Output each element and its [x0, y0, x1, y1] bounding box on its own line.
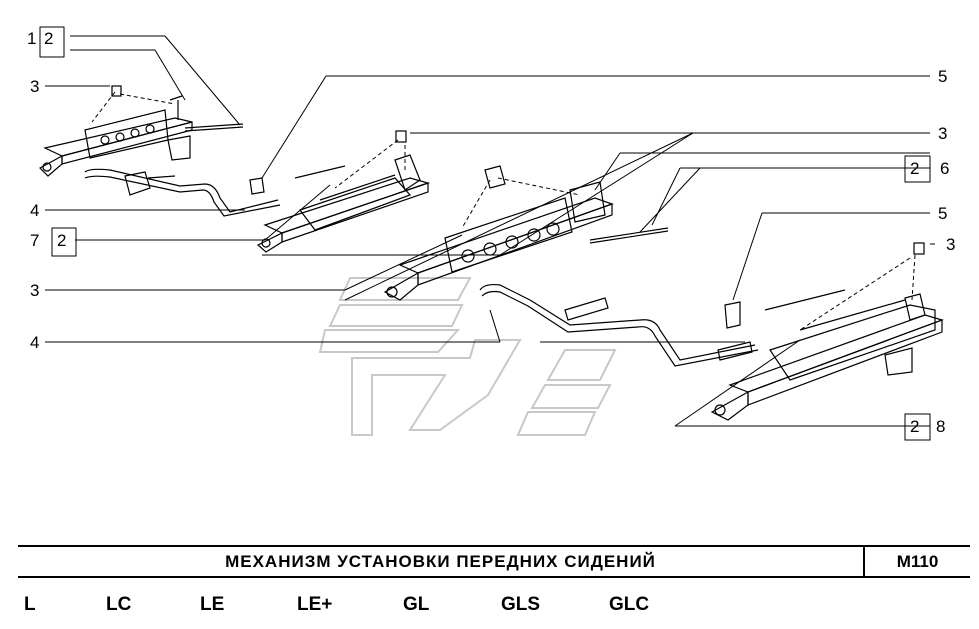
- part-seat-rail-center-small: [249, 130, 431, 253]
- part-seat-rail-center-large: [383, 165, 759, 367]
- callout-7: 7: [30, 231, 39, 250]
- callout-8: 8: [936, 417, 945, 436]
- version-le: LE: [200, 594, 225, 615]
- version-lc: LC: [106, 594, 132, 615]
- part-seat-rail-left-small: [39, 85, 281, 217]
- leader-lines: [45, 35, 935, 427]
- callout-3-left: 3: [30, 281, 39, 300]
- callout-1: 1: [27, 29, 36, 48]
- title-block: МЕХАНИЗМ УСТАНОВКИ ПЕРЕДНИХ СИДЕНИЙ M110: [18, 545, 970, 578]
- version-list: L LC LE LE+ GL GLS GLC: [0, 590, 979, 624]
- version-l: L: [24, 594, 36, 615]
- callout-5-top: 5: [938, 67, 947, 86]
- callout-5-right: 5: [938, 204, 947, 223]
- version-gl: GL: [403, 594, 430, 615]
- callout-labels: 1 2 3 4 7 2 3 4 5 3 2 6 5 3 2 8: [27, 26, 955, 441]
- version-gls: GLS: [501, 594, 541, 615]
- callout-2-right: 2: [910, 159, 919, 178]
- version-le-plus: LE+: [297, 594, 333, 615]
- callout-2-left: 2: [57, 231, 66, 250]
- callout-3-right: 3: [946, 235, 955, 254]
- callout-2-top-left: 2: [44, 29, 53, 48]
- diagram-code: M110: [896, 552, 939, 571]
- dashed-assembly-lines: [91, 91, 916, 331]
- callout-3-top-left: 3: [30, 77, 39, 96]
- exploded-parts-diagram: 1 2 3 4 7 2 3 4 5 3 2 6 5 3 2 8: [27, 26, 955, 441]
- callout-6: 6: [940, 159, 949, 178]
- callout-4-upper: 4: [30, 201, 39, 220]
- callout-2-bottom-right: 2: [910, 417, 919, 436]
- diagram-title: МЕХАНИЗМ УСТАНОВКИ ПЕРЕДНИХ СИДЕНИЙ: [225, 552, 656, 571]
- part-seat-rail-right-large: [710, 242, 944, 421]
- callout-4-lower: 4: [30, 333, 39, 352]
- callout-3-right-top: 3: [938, 124, 947, 143]
- watermark-logo: [318, 277, 617, 436]
- title-separator: [863, 547, 865, 576]
- version-glc: GLC: [609, 594, 650, 615]
